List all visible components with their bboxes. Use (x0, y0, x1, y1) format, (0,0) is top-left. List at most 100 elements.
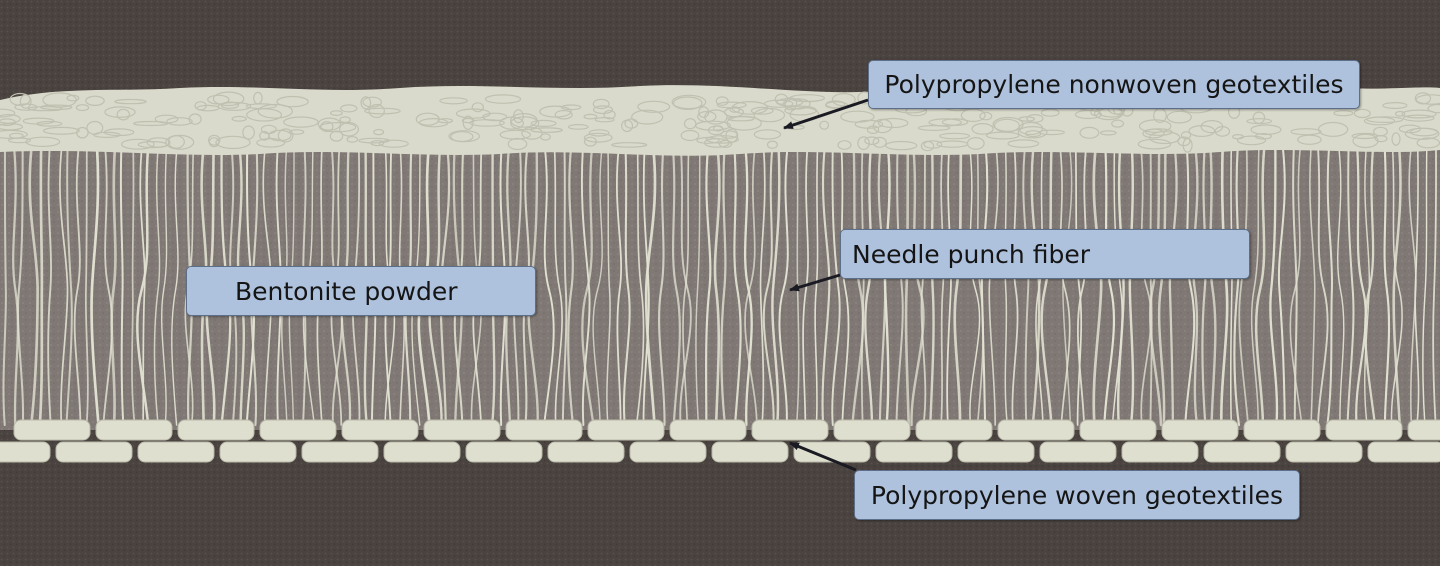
fiber-strand (1337, 147, 1345, 426)
fiber-strand (1059, 147, 1071, 426)
fiber-strand (1250, 147, 1260, 426)
nonwoven-loop (455, 108, 491, 119)
needle-punch-fibers (2, 146, 1437, 427)
fiber-strand (1355, 146, 1367, 427)
woven-tape (259, 419, 337, 441)
fiber-strand (1022, 147, 1030, 426)
nonwoven-loop (75, 104, 90, 112)
nonwoven-loop (242, 125, 255, 140)
nonwoven-loop (137, 141, 168, 149)
nonwoven-loop (766, 140, 778, 149)
nonwoven-loop (936, 140, 969, 148)
fiber-strand (136, 146, 150, 427)
fiber-strand (642, 147, 650, 426)
nonwoven-loop (246, 108, 283, 122)
nonwoven-loop (104, 106, 136, 118)
fiber-strand (695, 147, 701, 426)
fiber-strand (1149, 146, 1163, 427)
nonwoven-loop (1017, 125, 1048, 139)
fiber-strand (1149, 147, 1153, 426)
nonwoven-loop (877, 117, 909, 129)
nonwoven-loop (1018, 116, 1036, 122)
fiber-strand (895, 147, 904, 426)
pointer-arrows (783, 98, 869, 472)
fiber-strand (1383, 146, 1391, 427)
fiber-strand (831, 147, 841, 426)
fiber-strand (110, 146, 117, 427)
fiber-strand (1168, 146, 1178, 427)
woven-tape (0, 441, 51, 463)
fiber-strand (988, 147, 999, 426)
fiber-strand (671, 146, 681, 427)
woven-tape (55, 441, 133, 463)
fiber-strand (84, 147, 89, 426)
nonwoven-loop (167, 134, 185, 149)
nonwoven-loop (583, 113, 598, 120)
fiber-strand (592, 147, 603, 426)
nonwoven-loop (114, 98, 147, 105)
fiber-strand (635, 147, 645, 426)
fiber-strand (1277, 146, 1286, 427)
nonwoven-loop (1099, 130, 1117, 136)
fiber-strand (17, 146, 25, 427)
fiber-strand (733, 146, 742, 427)
woven-tape (137, 441, 215, 463)
nonwoven-loop (1111, 119, 1125, 128)
woven-tape (833, 419, 911, 441)
woven-tape (219, 441, 297, 463)
fiber-strand (910, 146, 925, 427)
nonwoven-loop (1236, 135, 1267, 146)
fiber-strand (567, 146, 575, 427)
fiber-strand (1392, 146, 1402, 427)
fiber-strand (720, 146, 727, 427)
fiber-strand (1040, 146, 1053, 427)
nonwoven-loop (1414, 92, 1432, 105)
nonwoven-loop (217, 101, 252, 111)
woven-tape (711, 441, 789, 463)
nonwoven-loop (705, 135, 739, 144)
fiber-strand (1414, 147, 1420, 426)
woven-geotextile-layer (0, 419, 1440, 463)
fiber-strand (860, 147, 865, 426)
nonwoven-loop (19, 94, 32, 109)
fiber-strand (1364, 146, 1377, 427)
nonwoven-loop (42, 126, 80, 135)
nonwoven-loop (763, 99, 794, 108)
fiber-strand (161, 147, 168, 426)
nonwoven-loop (283, 116, 319, 128)
fiber-strand (606, 147, 611, 426)
woven-tape (177, 419, 255, 441)
label-woven-geotextiles: Polypropylene woven geotextiles (854, 470, 1300, 520)
nonwoven-loop (1007, 139, 1040, 148)
arrow-nonwoven (783, 98, 869, 130)
nonwoven-loop (1374, 135, 1388, 143)
fiber-strand (580, 147, 591, 426)
nonwoven-loop (253, 91, 263, 105)
fiber-strand (1157, 146, 1167, 427)
label-needle-punch-fiber: Needle punch fiber (840, 229, 1250, 279)
fiber-strand (1269, 146, 1279, 427)
fiber-strand (581, 146, 595, 427)
nonwoven-loop (1297, 134, 1322, 145)
nonwoven-loop (540, 133, 551, 141)
fiber-strand (59, 147, 69, 426)
fiber-strand (1209, 146, 1217, 427)
nonwoven-loop (1026, 113, 1044, 123)
fiber-strand (12, 146, 19, 427)
nonwoven-loop (671, 94, 707, 110)
nonwoven-loop (9, 92, 31, 106)
nonwoven-loop (939, 132, 971, 140)
nonwoven-loop (530, 127, 563, 133)
woven-tape (997, 419, 1075, 441)
nonwoven-loop (588, 129, 610, 137)
nonwoven-loop (208, 137, 220, 148)
woven-tape (915, 419, 993, 441)
fiber-strand (762, 146, 775, 427)
nonwoven-loop (276, 95, 309, 108)
nonwoven-loop (86, 120, 104, 135)
nonwoven-loop (539, 105, 572, 118)
nonwoven-loop (509, 112, 538, 128)
fiber-strand (920, 147, 927, 426)
fiber-strand (28, 146, 39, 427)
fiber-strand (953, 146, 963, 427)
